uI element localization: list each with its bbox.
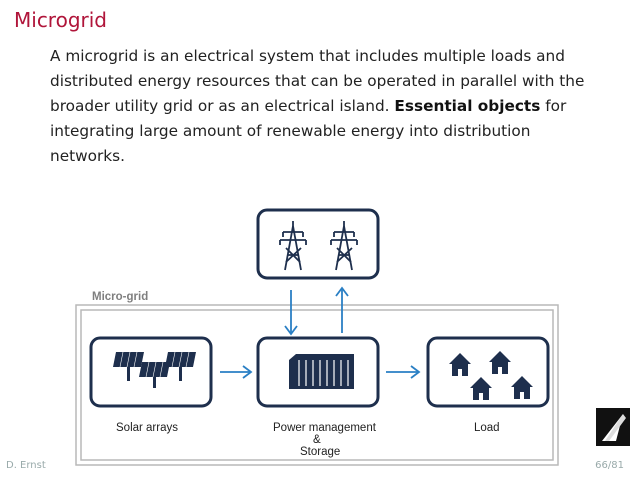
houses-icon — [449, 351, 533, 400]
paragraph-tail: for integrating large amount of renewabl… — [50, 97, 567, 165]
solar-to-power-arrow — [220, 365, 253, 379]
pylon-icon — [330, 221, 358, 271]
power-management-box: Power management & Storage — [256, 336, 380, 458]
paragraph-bold: Essential objects — [394, 97, 541, 115]
body-paragraph: A microgrid is an electrical system that… — [50, 44, 610, 169]
micro-grid-label: Micro-grid — [92, 291, 148, 303]
utility-grid-box — [256, 208, 380, 280]
solar-arrays-label: Solar arrays — [116, 422, 178, 434]
power-label-line2: & — [313, 434, 321, 446]
solar-arrays-box: Solar arrays — [89, 336, 213, 434]
pylon-icon — [279, 221, 307, 271]
paragraph-plain: A microgrid is an electrical system that… — [50, 47, 585, 115]
footer-page-number: 66/81 — [595, 460, 624, 471]
footer-author: D. Ernst — [6, 460, 46, 471]
load-label: Load — [474, 422, 500, 434]
slide-title: Microgrid — [14, 8, 107, 32]
grid-import-arrow — [284, 290, 298, 336]
battery-storage-icon — [289, 354, 354, 389]
power-to-load-arrow — [386, 365, 421, 379]
power-label-line1: Power management — [273, 422, 377, 434]
grid-export-arrow — [335, 286, 349, 333]
load-box: Load — [426, 336, 550, 434]
micro-grid-frame: Micro-grid — [75, 288, 559, 466]
power-label-line3: Storage — [300, 446, 340, 458]
university-logo — [596, 408, 630, 446]
